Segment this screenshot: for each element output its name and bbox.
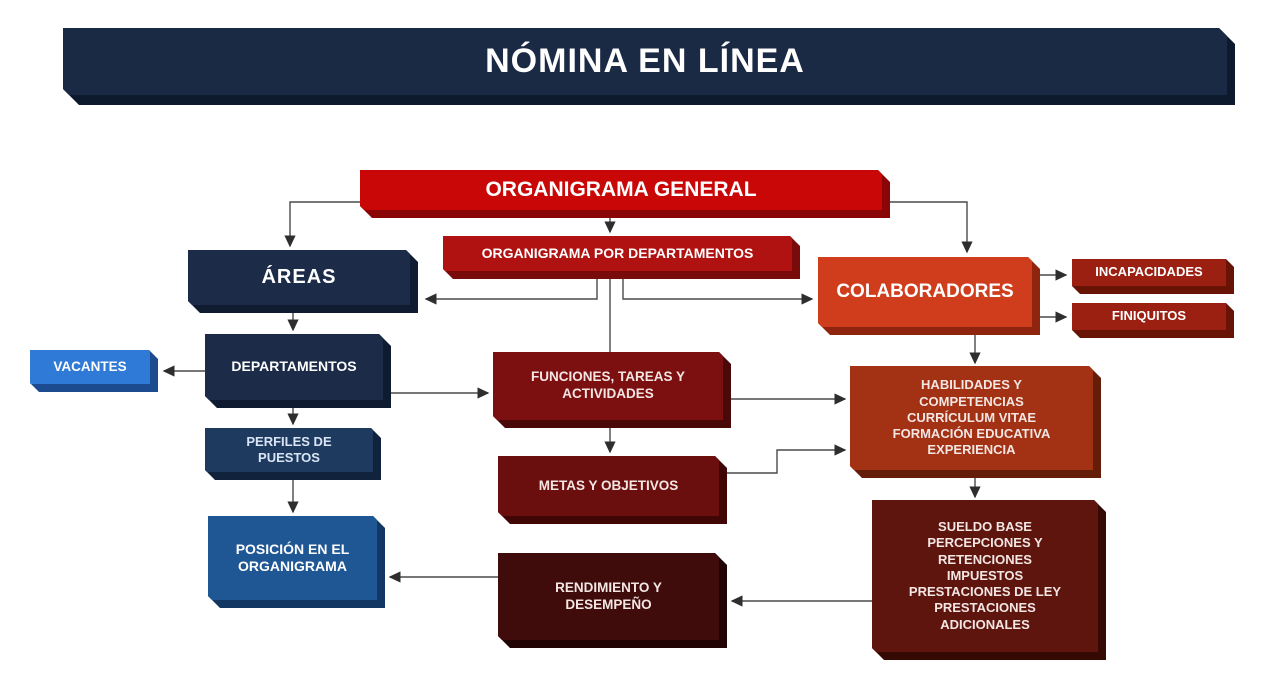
page-title: NÓMINA EN LÍNEA [63, 28, 1227, 95]
node-sueldo-prestaciones: SUELDO BASE PERCEPCIONES Y RETENCIONES I… [872, 500, 1106, 660]
node-perfiles-de-puestos: PERFILES DE PUESTOS [205, 428, 381, 480]
node-finiquitos: FINIQUITOS [1072, 303, 1234, 338]
connector-por-departamentos-to-colaboradores [622, 279, 814, 305]
node-posicion-en-el-organigrama: POSICIÓN EN EL ORGANIGRAMA [208, 516, 385, 608]
node-label: INCAPACIDADES [1072, 259, 1226, 286]
node-colaboradores: COLABORADORES [818, 257, 1040, 335]
title-banner: NÓMINA EN LÍNEA [63, 28, 1235, 105]
connector-general-to-colaboradores [890, 201, 973, 254]
node-label: METAS Y OBJETIVOS [498, 456, 719, 516]
node-metas-y-objetivos: METAS Y OBJETIVOS [498, 456, 727, 524]
node-funciones-tareas-actividades: FUNCIONES, TAREAS Y ACTIVIDADES [493, 352, 731, 428]
node-label: FUNCIONES, TAREAS Y ACTIVIDADES [493, 352, 723, 420]
node-organigrama-por-departamentos: ORGANIGRAMA POR DEPARTAMENTOS [443, 236, 800, 279]
node-label: PERFILES DE PUESTOS [205, 428, 373, 472]
node-label: FINIQUITOS [1072, 303, 1226, 330]
node-organigrama-general: ORGANIGRAMA GENERAL [360, 170, 890, 218]
node-label: COLABORADORES [818, 257, 1032, 327]
node-label: RENDIMIENTO Y DESEMPEÑO [498, 553, 719, 640]
connector-metas-to-habilidades [727, 444, 847, 474]
node-label: SUELDO BASE PERCEPCIONES Y RETENCIONES I… [872, 500, 1098, 652]
node-incapacidades: INCAPACIDADES [1072, 259, 1234, 294]
node-label: DEPARTAMENTOS [205, 334, 383, 400]
node-label: ÁREAS [188, 250, 410, 305]
node-vacantes: VACANTES [30, 350, 158, 392]
node-label: ORGANIGRAMA POR DEPARTAMENTOS [443, 236, 792, 271]
connector-general-to-areas [284, 201, 362, 248]
node-label: ORGANIGRAMA GENERAL [360, 170, 882, 210]
node-habilidades-competencias: HABILIDADES Y COMPETENCIAS CURRÍCULUM VI… [850, 366, 1101, 478]
connector-por-departamentos-to-areas [424, 279, 598, 305]
node-label: VACANTES [30, 350, 150, 384]
node-departamentos: DEPARTAMENTOS [205, 334, 391, 408]
node-areas: ÁREAS [188, 250, 418, 313]
node-label: POSICIÓN EN EL ORGANIGRAMA [208, 516, 377, 600]
node-label: HABILIDADES Y COMPETENCIAS CURRÍCULUM VI… [850, 366, 1093, 470]
node-rendimiento-y-desempeno: RENDIMIENTO Y DESEMPEÑO [498, 553, 727, 648]
